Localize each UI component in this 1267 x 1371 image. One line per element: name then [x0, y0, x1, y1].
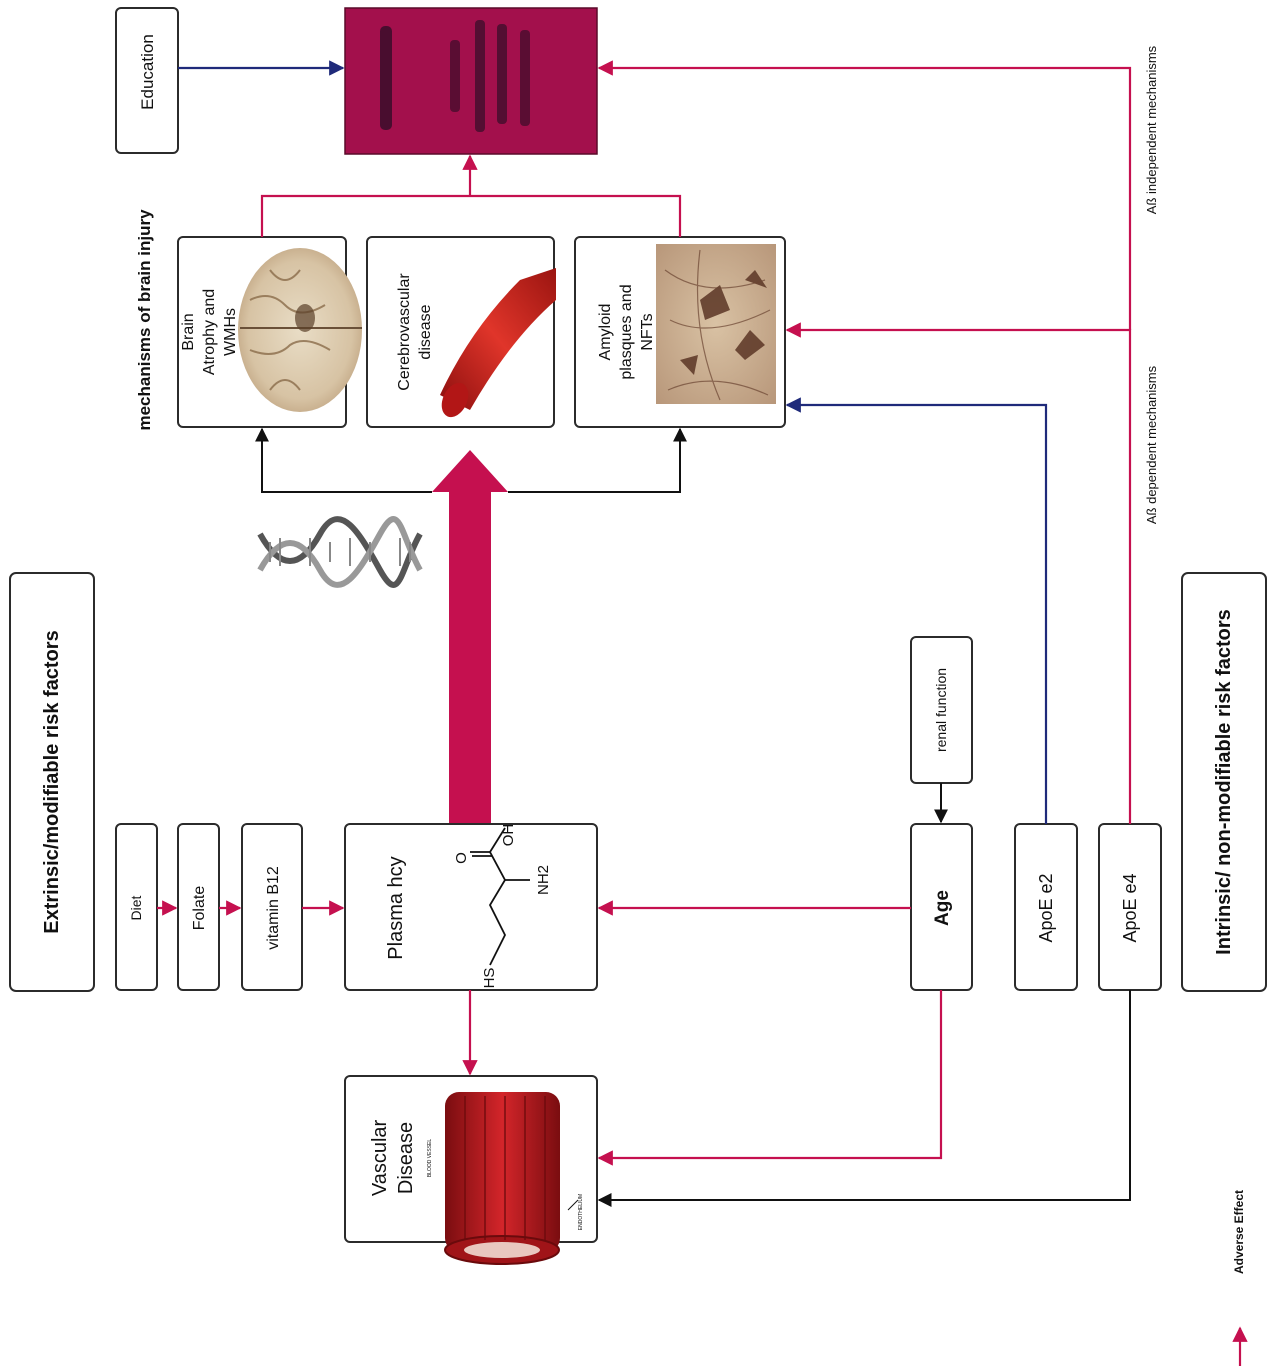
vitamin-b12-label: vitamin B12 — [265, 866, 282, 950]
thiol-label: HS — [481, 968, 498, 989]
plasma-hcy-label: Plasma hcy — [385, 856, 407, 959]
apoe-e4-label: ApoE e4 — [1120, 873, 1140, 942]
adverse-effect-label: Adverse Effect — [1232, 1190, 1246, 1274]
amyloid-plaques-image — [656, 244, 776, 404]
education-label: Education — [138, 34, 157, 110]
apoe-e2-node: ApoE e2 — [1014, 823, 1078, 991]
amine-label: NH2 — [535, 865, 552, 895]
dna-helix-icon — [257, 516, 423, 588]
apoe-e2-label: ApoE e2 — [1036, 873, 1056, 942]
amyloid-label-line2: plasques and — [618, 284, 635, 379]
connectors — [157, 60, 1132, 1207]
diet-node: Diet — [115, 823, 158, 991]
extrinsic-risk-factors-group: Extrinsic/modifiable risk factors — [9, 572, 95, 992]
endothelium-caption: ENDOTHELIUM — [578, 1194, 584, 1230]
extrinsic-risk-factors-label: Extrinsic/modifiable risk factors — [41, 630, 63, 933]
age-label: Age — [932, 890, 953, 926]
edge-apoe4-dementia — [597, 60, 1132, 330]
artery-image — [440, 268, 556, 418]
legend: Adverse Effect — [1232, 1190, 1248, 1366]
edge-apoe4-vascular — [597, 990, 1131, 1207]
brain-section-image — [238, 248, 362, 412]
oxygen-label: O — [453, 852, 470, 864]
folate-label: Folate — [191, 886, 208, 931]
homocysteine-structure — [470, 827, 530, 966]
edge-age-vascular — [597, 990, 943, 1166]
dementia-outcome-box — [344, 7, 598, 155]
blood-vessel-caption: BLOOD VESSEL — [427, 1139, 433, 1178]
edge-apoe2-amyloid — [785, 397, 1048, 824]
vascular-disease-node: Vascular Disease BLOOD VESSEL ENDOTHELIU… — [344, 1075, 598, 1265]
amyloid-label-line1: Amyloid — [597, 304, 614, 361]
intrinsic-risk-factors-label: Intrinsic/ non-modifiable risk factors — [1213, 609, 1235, 955]
mechanisms-group-label: mechanisms of brain injury — [135, 209, 154, 431]
amyloid-box: Amyloid plasques and NFTs — [574, 236, 786, 428]
edge-mechanisms-dementia — [260, 194, 682, 237]
cerebrovascular-label-line2: disease — [417, 304, 434, 359]
brain-atrophy-label-line2: Atrophy and — [201, 289, 218, 375]
brain-atrophy-box: Brain Atrophy and WMHs — [177, 236, 362, 428]
blood-vessel-image — [444, 1092, 579, 1265]
apoe-e4-node: ApoE e4 — [1098, 823, 1162, 991]
brain-atrophy-label-line3: WMHs — [222, 308, 239, 356]
amyloid-label-line3: NFTs — [639, 313, 656, 350]
vitamin-b12-node: vitamin B12 — [241, 823, 303, 991]
cerebrovascular-label-line1: Cerebrovascular — [396, 273, 413, 391]
diet-label: Diet — [128, 895, 144, 920]
vascular-disease-label-line1: Vascular — [369, 1119, 391, 1196]
ab-dependent-label: Aß dependent mechanisms — [1144, 365, 1159, 524]
folate-node: Folate — [177, 823, 220, 991]
renal-function-label: renal function — [933, 668, 949, 752]
vascular-disease-label-line2: Disease — [395, 1122, 417, 1194]
renal-function-node: renal function — [910, 636, 973, 784]
plasma-hcy-node: Plasma hcy O OH NH2 HS — [344, 823, 598, 991]
hydroxyl-label: OH — [500, 824, 517, 847]
education-node: Education — [115, 7, 179, 154]
edge-hcy-amyloid — [508, 427, 687, 493]
ab-independent-label: Aß independent mechanisms — [1144, 45, 1159, 214]
edge-hcy-brain-atrophy — [255, 427, 432, 493]
age-node: Age — [910, 823, 973, 991]
intrinsic-risk-factors-group: Intrinsic/ non-modifiable risk factors — [1181, 572, 1267, 992]
brain-atrophy-label-line1: Brain — [180, 313, 197, 350]
main-causal-arrow — [432, 450, 508, 826]
cerebrovascular-box: Cerebrovascular disease — [366, 236, 556, 428]
